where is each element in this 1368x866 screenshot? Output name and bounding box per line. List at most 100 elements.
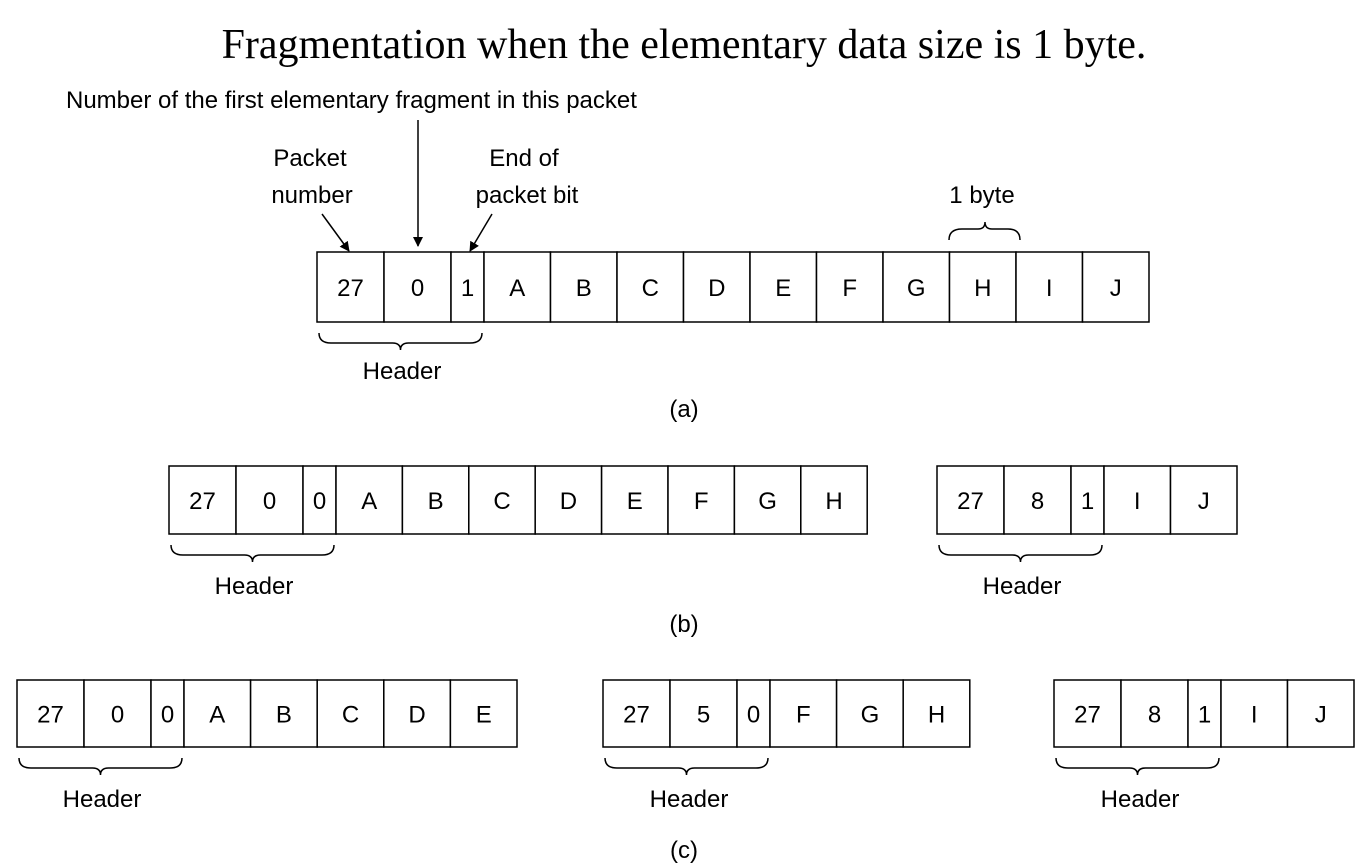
header-brace (170, 544, 335, 563)
packet-number-cell (168, 465, 237, 535)
end-of-packet-bit-cell (450, 251, 485, 323)
data-byte-cell (468, 465, 536, 535)
first-fragment-label: Number of the first elementary fragment … (66, 87, 637, 114)
data-byte-cell (815, 251, 884, 323)
packet-number-text: 27 (957, 488, 984, 515)
data-byte-text: F (694, 488, 709, 515)
one-byte-label: 1 byte (949, 182, 1014, 209)
data-byte-cell (383, 679, 452, 748)
data-byte-text: B (276, 702, 292, 729)
end-of-packet-arrow (469, 213, 493, 252)
data-byte-text: F (842, 275, 857, 302)
fragment-offset-cell (383, 251, 452, 323)
data-byte-cell (449, 679, 518, 748)
fragment-offset-text: 5 (697, 702, 710, 729)
end-of-packet-bit-text: 1 (461, 275, 474, 302)
one-byte-brace (948, 221, 1021, 241)
end-of-packet-bit-cell (1070, 465, 1105, 535)
data-byte-cell (1169, 465, 1238, 535)
data-byte-text: G (907, 275, 926, 302)
data-byte-text: D (708, 275, 725, 302)
packet-number-text: 27 (1074, 702, 1101, 729)
caption-b: (b) (669, 611, 698, 638)
data-byte-text: G (861, 702, 880, 729)
header-brace (18, 757, 183, 776)
data-byte-text: A (361, 488, 377, 515)
data-byte-cell (183, 679, 252, 748)
data-byte-cell (1220, 679, 1289, 748)
fragment-offset-cell (1003, 465, 1072, 535)
packet-number-cell (602, 679, 671, 748)
header-brace (318, 332, 483, 351)
data-byte-text: C (493, 488, 510, 515)
data-byte-cell (1103, 465, 1172, 535)
header-brace (604, 757, 769, 776)
data-byte-text: A (209, 702, 225, 729)
packet-number-cell (16, 679, 85, 748)
data-byte-text: J (1315, 702, 1327, 729)
data-byte-text: I (1134, 488, 1141, 515)
data-byte-text: G (758, 488, 777, 515)
data-byte-text: D (560, 488, 577, 515)
data-byte-cell (1081, 251, 1150, 323)
fragment-offset-text: 8 (1031, 488, 1044, 515)
diagram-title: Fragmentation when the elementary data s… (222, 22, 1147, 68)
data-byte-cell (600, 465, 669, 535)
data-byte-cell (616, 251, 685, 323)
end-of-packet-bit-text: 0 (161, 702, 174, 729)
data-byte-cell (534, 465, 603, 535)
data-byte-text: E (775, 275, 791, 302)
data-byte-cell (1286, 679, 1355, 748)
data-byte-text: H (974, 275, 991, 302)
packet-number-text: 27 (37, 702, 64, 729)
packet-number-label-line2: number (271, 182, 352, 209)
fragment-offset-text: 0 (111, 702, 124, 729)
header-label-c3: Header (1101, 786, 1180, 813)
end-of-packet-bit-text: 1 (1198, 702, 1211, 729)
data-byte-cell (733, 465, 802, 535)
data-byte-text: A (509, 275, 525, 302)
header-label-b1: Header (215, 573, 294, 600)
data-byte-text: I (1251, 702, 1258, 729)
header-brace (938, 544, 1103, 563)
end-of-packet-label-line2: packet bit (476, 182, 579, 209)
fragment-offset-text: 0 (411, 275, 424, 302)
data-byte-text: H (825, 488, 842, 515)
data-byte-text: J (1198, 488, 1210, 515)
data-byte-cell (316, 679, 385, 748)
packet-number-text: 27 (189, 488, 216, 515)
packet-c-3: 27 8 1 I J (1053, 679, 1355, 776)
data-byte-cell (882, 251, 951, 323)
data-byte-cell (335, 465, 404, 535)
data-byte-text: B (576, 275, 592, 302)
data-byte-text: J (1110, 275, 1122, 302)
header-brace (1055, 757, 1220, 776)
end-of-packet-bit-cell (302, 465, 337, 535)
end-of-packet-label-line1: End of (489, 145, 559, 172)
end-of-packet-bit-cell (150, 679, 185, 748)
header-label-c1: Header (63, 786, 142, 813)
packet-number-text: 27 (623, 702, 650, 729)
caption-c: (c) (670, 837, 698, 864)
end-of-packet-bit-text: 0 (313, 488, 326, 515)
packet-number-text: 27 (337, 275, 364, 302)
header-label-a: Header (363, 358, 442, 385)
data-byte-cell (249, 679, 318, 748)
data-byte-text: B (428, 488, 444, 515)
data-byte-cell (948, 251, 1017, 323)
header-label-c2: Header (650, 786, 729, 813)
data-byte-text: D (408, 702, 425, 729)
data-byte-text: C (342, 702, 359, 729)
data-byte-text: E (627, 488, 643, 515)
data-byte-cell (902, 679, 971, 748)
end-of-packet-bit-cell (736, 679, 771, 748)
fragment-offset-text: 8 (1148, 702, 1161, 729)
data-byte-text: F (796, 702, 811, 729)
